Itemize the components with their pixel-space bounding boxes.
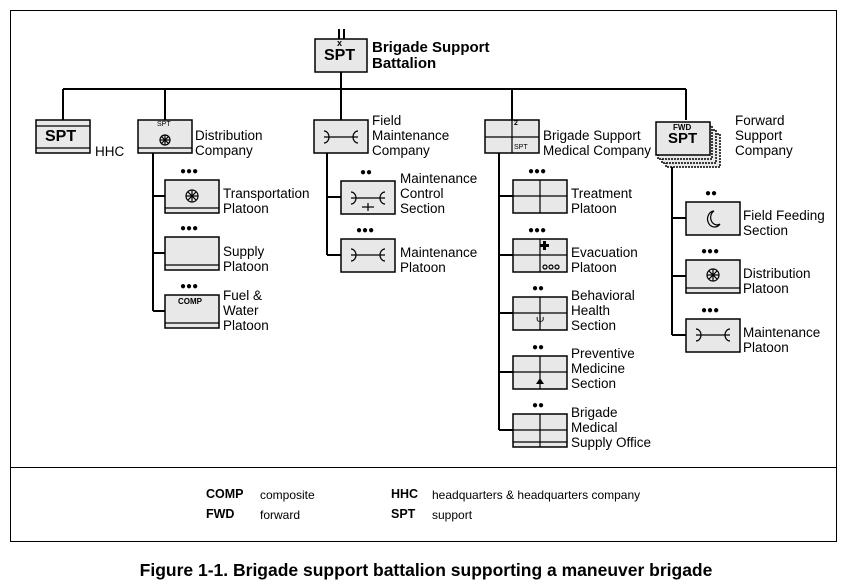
figure-caption: Figure 1-1. Brigade support battalion su… [139,560,713,580]
medical-company-symbol: SPT [514,144,528,151]
preventive-medicine-section-label: Preventive Medicine Section [571,346,635,391]
root-unit-box [314,38,368,73]
section-mark: ●● [532,342,545,353]
platoon-mark: ●●● [528,166,547,177]
fsc-distribution-platoon-label: Distribution Platoon [743,266,811,296]
transportation-platoon-label: Transportation Platoon [223,186,310,216]
legend-key: FWD [206,507,235,521]
legend-value: composite [260,488,315,502]
section-mark: ●● [532,283,545,294]
legend-key: SPT [391,507,416,521]
root-echelon-mark: x [337,38,343,48]
platoon-mark: ●●● [701,246,720,257]
field-feeding-section-box [685,201,741,236]
legend-divider [10,467,837,468]
behavioral-health-section-label: Behavioral Health Section [571,288,635,333]
diagram-frame [10,10,837,542]
platoon-mark: ●●● [528,225,547,236]
hhc-symbol: SPT [45,128,77,145]
platoon-mark: ●●● [180,281,199,292]
legend-value: forward [260,508,301,522]
field-maintenance-company-name: Field Maintenance Company [372,113,450,158]
maintenance-platoon-box [340,238,396,273]
medical-company-name: Brigade Support Medical Company [543,128,652,158]
fuel-water-symbol: COMP [178,297,202,306]
platoon-mark: ●●● [180,223,199,234]
treatment-platoon-label: Treatment Platoon [571,186,633,216]
fsc-echelon: FWD [673,123,692,132]
legend-value: headquarters & headquarters company [432,488,641,502]
platoon-mark: ●●● [701,305,720,316]
root-unit-symbol: SPT [324,47,356,64]
medical-company-echelon: 2 [514,120,518,127]
fsc-maintenance-platoon-label: Maintenance Platoon [743,325,821,355]
section-mark: ●● [532,400,545,411]
legend-key: COMP [206,487,244,501]
root-unit-name: Brigade Support Battalion [372,39,490,72]
legend-key: HHC [391,487,419,501]
section-mark: ●● [360,167,373,178]
field-feeding-section-label: Field Feeding Section [743,208,825,238]
platoon-mark: ●●● [180,166,199,177]
psi-icon: Ψ [536,316,545,327]
evacuation-platoon-label: Evacuation Platoon [571,245,638,275]
maintenance-control-section-label: Maintenance Control Section [400,171,478,216]
fsc-name: Forward Support Company [735,113,793,158]
medical-supply-office-label: Brigade Medical Supply Office [571,405,652,450]
fsc-box [655,121,711,156]
fuel-water-platoon-label: Fuel & Water Platoon [223,288,269,333]
hhc-name: HHC [95,144,125,159]
maintenance-platoon-label: Maintenance Platoon [400,245,478,275]
platoon-mark: ●●● [356,225,375,236]
supply-platoon-label: Supply Platoon [223,244,269,274]
fsc-symbol: SPT [668,130,698,147]
distribution-company-symbol: SPT [157,121,171,128]
section-mark: ●● [705,188,718,199]
legend-value: support [432,508,473,522]
distribution-company-name: Distribution Company [195,128,263,158]
